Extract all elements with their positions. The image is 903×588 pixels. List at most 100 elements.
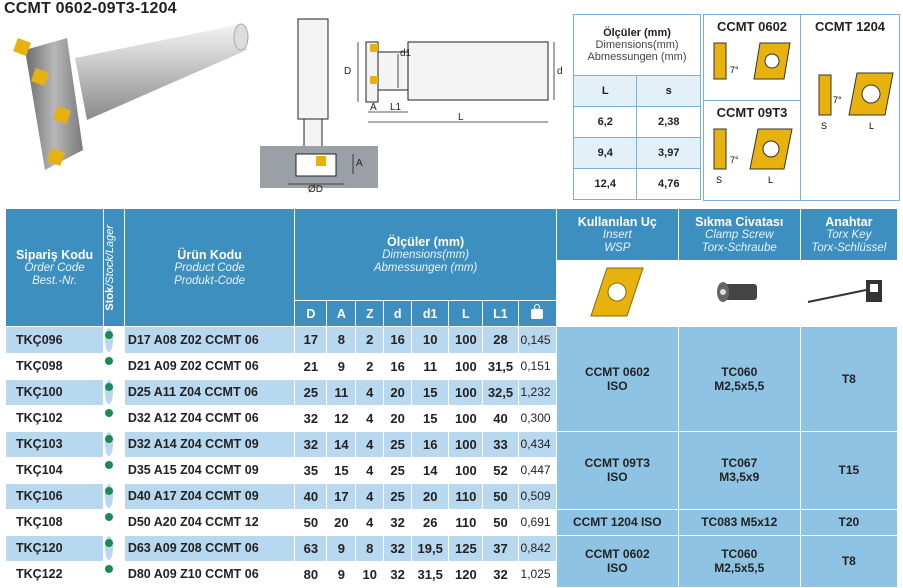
group-key: T20 [799, 508, 899, 536]
cell-L1: 33 [482, 430, 519, 458]
stock-dot-icon [105, 513, 114, 521]
cell-L1: 31,5 [482, 352, 519, 380]
dims-cell: 6,2 [572, 106, 638, 138]
stock-dot-icon [105, 331, 114, 339]
cell-prod: D32 A14 Z04 CCMT 09 [123, 430, 296, 458]
stock-dot-icon [105, 409, 114, 417]
cell-L1: 40 [482, 404, 519, 432]
cell-code: TKÇ098 [4, 352, 105, 380]
cell-code: TKÇ103 [4, 430, 105, 458]
cell-prod: D25 A11 Z04 CCMT 06 [123, 378, 296, 406]
group-insert-line: ISO [606, 470, 628, 484]
group-insert-line: CCMT 0602 [584, 547, 650, 561]
technical-drawing: D A d1 d L1 L ØD A [260, 18, 563, 194]
dims-col-l: L [572, 75, 638, 107]
header-stock: Stok/Stock/Lager [103, 208, 125, 327]
cell-d: 16 [383, 352, 413, 380]
cell-prod: D50 A20 Z04 CCMT 12 [123, 508, 296, 536]
insert-ccmt1204-panel: CCMT 1204 7° S L [800, 14, 900, 201]
cell-L: 110 [448, 482, 484, 510]
l-label: L [768, 175, 773, 185]
insert-dimensions-table: Ölçüler (mm) Dimensions(mm) Abmessungen … [572, 14, 701, 200]
cell-w: 0,447 [517, 456, 557, 484]
cell-d: 25 [383, 430, 413, 458]
group-key-line: T8 [841, 371, 856, 386]
stock-cell [104, 431, 115, 457]
cell-A: 9 [326, 534, 357, 562]
cell-A: 9 [326, 352, 357, 380]
cell-A: 17 [326, 482, 357, 510]
stock-cell [104, 405, 115, 431]
insert-ccmt09t3-panel: CCMT 09T3 7° S L [703, 100, 801, 201]
cell-L1: 28 [482, 326, 519, 354]
insert-diagram-icon: 7° S L [713, 128, 793, 185]
cell-w: 1,025 [517, 560, 557, 588]
cell-d: 25 [383, 456, 413, 484]
cell-d: 20 [383, 404, 413, 432]
cell-D: 50 [294, 508, 328, 536]
label-L1: L1 [390, 102, 402, 113]
screw-image [677, 260, 801, 327]
cell-A: 15 [326, 456, 357, 484]
tool-photo [13, 23, 249, 170]
insert-image [555, 260, 679, 327]
cell-L1: 32,5 [482, 378, 519, 406]
cell-code: TKÇ106 [4, 482, 105, 510]
cell-w: 0,509 [517, 482, 557, 510]
s-label: S [821, 121, 827, 131]
label-d: d [557, 66, 563, 77]
cell-w: 0,691 [517, 508, 557, 536]
stock-dot-icon [105, 565, 114, 573]
group-insert-line: CCMT 0602 [584, 364, 650, 379]
cell-d: 32 [383, 560, 413, 588]
cell-A: 20 [326, 508, 357, 536]
cell-L: 100 [448, 378, 484, 406]
cell-d1: 11 [411, 352, 450, 380]
cell-A: 8 [326, 326, 357, 354]
cell-code: TKÇ122 [4, 560, 105, 588]
label-d1: d1 [400, 48, 412, 59]
group-key-line: T20 [838, 515, 860, 529]
insert-ccmt09t3-label: CCMT 09T3 [716, 105, 788, 120]
stock-dot-icon [105, 539, 114, 547]
group-insert-line: CCMT 09T3 [584, 456, 650, 470]
group-insert-line: CCMT 1204 ISO [572, 515, 662, 529]
cell-A: 12 [326, 404, 357, 432]
cell-L1: 32 [482, 560, 519, 588]
dims-header-tr: Ölçüler (mm) [603, 27, 671, 39]
cell-A: 9 [326, 560, 357, 588]
cell-L: 100 [448, 352, 484, 380]
angle-label: 7° [730, 65, 739, 75]
group-screw-line: TC060 [721, 547, 758, 561]
cell-code: TKÇ102 [4, 404, 105, 432]
page-title: CCMT 0602-09T3-1204 [4, 0, 177, 17]
cell-Z: 2 [355, 326, 385, 354]
cell-A: 14 [326, 430, 357, 458]
cell-Z: 2 [355, 352, 385, 380]
dims-cell: 12,4 [572, 168, 638, 200]
stock-dot-icon [105, 461, 114, 469]
dims-cell: 3,97 [636, 137, 701, 169]
cell-d1: 10 [411, 326, 450, 354]
cell-Z: 10 [355, 560, 385, 588]
cell-code: TKÇ096 [4, 326, 105, 354]
cell-prod: D80 A09 Z10 CCMT 06 [123, 560, 296, 588]
label-OD: ØD [308, 184, 323, 194]
col-weight [517, 300, 557, 327]
cell-prod: D63 A09 Z08 CCMT 06 [123, 534, 296, 562]
stock-cell [104, 379, 115, 405]
stock-cell [104, 327, 115, 353]
dims-cell: 9,4 [572, 137, 638, 169]
cell-code: TKÇ120 [4, 534, 105, 562]
label-A: A [370, 102, 377, 113]
group-insert-line: ISO [606, 561, 628, 575]
cell-d: 32 [383, 508, 413, 536]
cell-D: 21 [294, 352, 328, 380]
label-D: D [344, 66, 351, 77]
insert-icon [590, 267, 644, 317]
cell-Z: 4 [355, 508, 385, 536]
